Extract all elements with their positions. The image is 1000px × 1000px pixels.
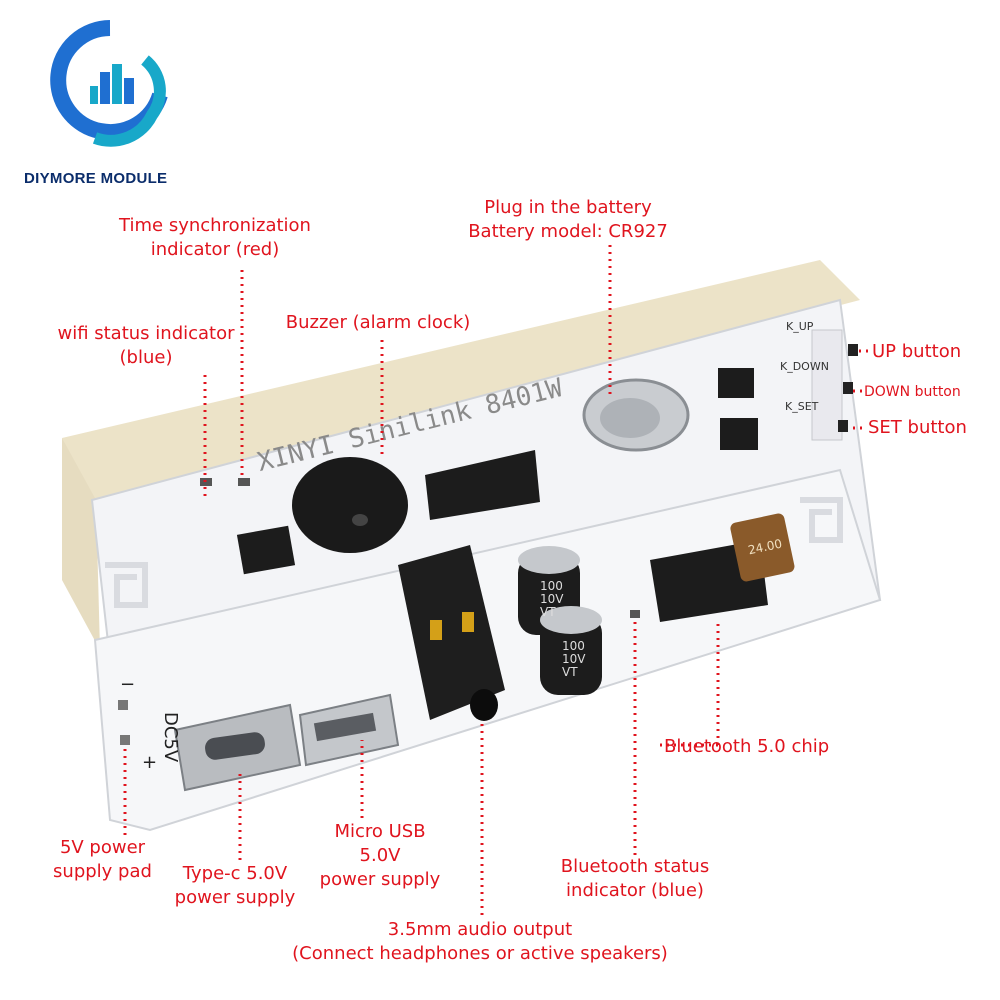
crystal-text: 24.00 <box>747 537 784 558</box>
buzzer <box>292 457 408 553</box>
capacitor-2 <box>540 615 602 695</box>
leader-lines <box>123 245 868 915</box>
button-strip <box>811 329 843 441</box>
up-switch <box>848 344 858 356</box>
bt-antenna <box>800 497 843 543</box>
set-switch <box>838 420 848 432</box>
label-up-button: UP button <box>872 341 962 362</box>
label-audio-output: 3.5mm audio output(Connect headphones or… <box>292 919 668 964</box>
k-set-text: K_SET <box>785 400 819 413</box>
label-buzzer: Buzzer (alarm clock) <box>285 312 471 333</box>
minus-pad-text: − <box>120 674 135 695</box>
dc-pad-text: DC5V <box>160 712 181 763</box>
small-ic <box>236 525 296 575</box>
k-up-text: K_UP <box>786 320 814 333</box>
crystal <box>730 513 795 582</box>
label-bt-chip: Bluetooth 5.0 chip <box>664 736 830 757</box>
logo-ring-inner <box>92 55 166 147</box>
label-set-button: SET button <box>868 417 967 438</box>
label-down-button: DOWN button <box>864 384 961 400</box>
wifi-antenna <box>105 562 148 608</box>
label-wifi-indicator: wifi status indicator(blue) <box>57 323 235 368</box>
audio-jack <box>398 545 505 720</box>
main-ic <box>425 450 540 520</box>
down-switch <box>843 382 853 394</box>
display-front <box>62 438 100 650</box>
brand-name: DIYMORE MODULE <box>24 170 168 187</box>
plus-pad-text: + <box>142 752 157 773</box>
display-body <box>62 260 860 500</box>
brand-logo <box>50 20 168 147</box>
k-down-text: K_DOWN <box>780 360 829 373</box>
